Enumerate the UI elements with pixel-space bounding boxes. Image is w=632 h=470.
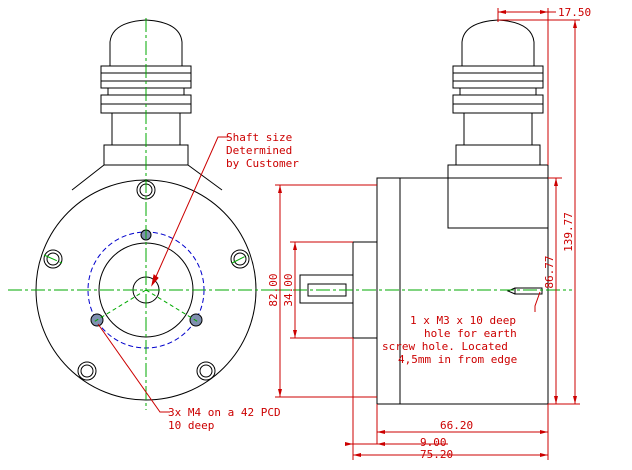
side-gland-dome [461, 19, 535, 67]
pcd-note-line1: 3x M4 on a 42 PCD [168, 406, 281, 419]
front-housing-tangent [71, 164, 223, 191]
dimension-arrows [278, 10, 577, 457]
earth-note-line3: screw hole. Located [382, 340, 508, 353]
earth-note-line1: 1 x M3 x 10 deep [410, 314, 516, 327]
side-housing [376, 177, 549, 405]
earth-note-line2: hole for earth [424, 327, 517, 340]
shaft-note-line2: Determined [226, 144, 292, 157]
dim-75-20: 75.20 [420, 448, 453, 461]
dim-82-00: 82.00 [267, 273, 280, 306]
dim-34-00: 34.00 [282, 273, 295, 306]
dim-66-20: 66.20 [440, 419, 473, 432]
shaft-note-line1: Shaft size [226, 131, 292, 144]
earth-leader [534, 291, 541, 312]
side-gland-body [463, 112, 533, 146]
dim-17-50: 17.50 [558, 6, 591, 19]
side-gland-base [455, 144, 541, 166]
side-gland-boss [447, 164, 549, 229]
side-gland-neck [459, 87, 537, 96]
dim-86-77: 86.77 [543, 255, 556, 288]
dim-9-00: 9.00 [420, 436, 447, 449]
earth-hole [514, 287, 543, 295]
side-gland-nut-upper [452, 65, 544, 89]
earth-note-line4: 4,5mm in from edge [398, 353, 517, 366]
dimension-lines [275, 8, 580, 460]
side-view [299, 19, 549, 405]
shaft-leader [151, 136, 228, 287]
pcd-note-line2: 10 deep [168, 419, 214, 432]
dim-139-77: 139.77 [562, 212, 575, 252]
side-shaft [299, 274, 354, 304]
shaft-note-line3: by Customer [226, 157, 299, 170]
pcd-leader [97, 323, 170, 413]
front-centerlines [8, 18, 290, 410]
